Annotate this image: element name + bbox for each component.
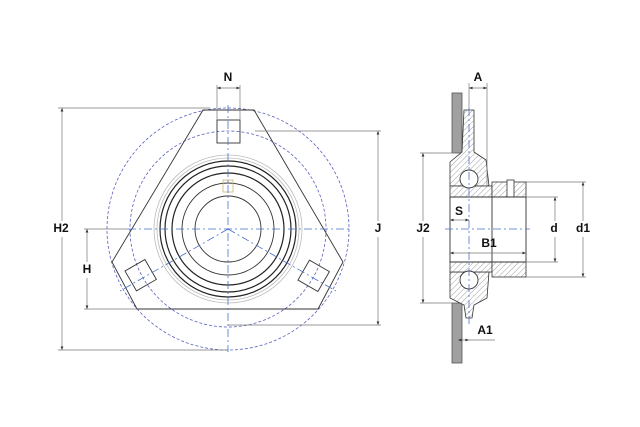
label-J: J [375,221,382,235]
front-view: N H2 H J [50,70,385,352]
bolt-hole-right [297,259,331,293]
mounting-plate-bottom [451,302,463,364]
collar-bottom [491,261,527,278]
triangular-flange [111,109,344,310]
mounting-plate-top [451,92,463,154]
label-B1: B1 [481,236,497,250]
label-S: S [455,204,463,218]
housing-bottom [449,271,490,319]
bolt-hole-top [216,119,241,144]
bolt-hole-left [124,258,158,292]
label-J2: J2 [416,221,430,235]
side-view: A J2 S B1 d d1 A1 [414,70,592,364]
right-centerline [227,228,337,292]
label-A1: A1 [477,323,493,337]
inner-ring-bottom [449,261,493,273]
label-d: d [550,221,557,235]
label-H: H [83,262,92,276]
label-H2: H2 [53,221,69,235]
label-N: N [224,70,233,84]
label-A: A [474,70,483,84]
set-screw [506,179,515,198]
left-centerline [119,228,229,292]
label-d1: d1 [576,221,590,235]
